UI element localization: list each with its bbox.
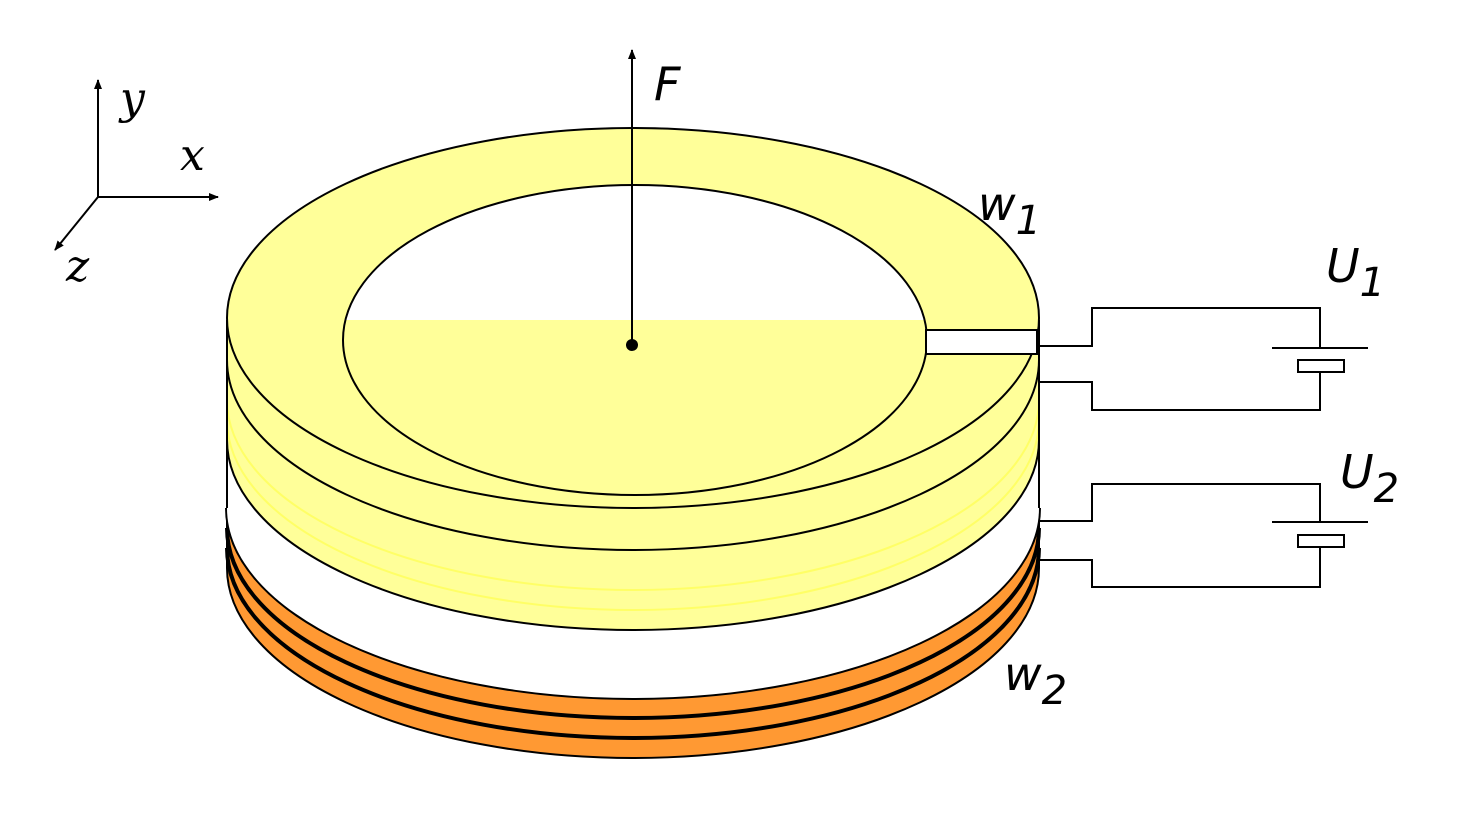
winding-2-turn-line-2 (225, 527, 1041, 720)
winding-2-label: w2 (1004, 647, 1067, 714)
winding-1-top-rim-outline (226, 359, 1040, 551)
source-1-label: U1 (1326, 239, 1385, 306)
circuit-2 (1039, 483, 1368, 588)
z-axis-label: z (65, 241, 90, 292)
battery-2-short-plate (1297, 534, 1345, 548)
source-2-label-sub: 2 (1374, 466, 1399, 512)
winding-1-turn-line-3 (226, 419, 1040, 611)
winding-2-turn-line-3 (225, 547, 1041, 740)
force-vector (626, 49, 638, 351)
winding-1-label: w1 (978, 177, 1041, 244)
battery-1-short-plate (1297, 359, 1345, 373)
source-2-label: U2 (1340, 445, 1399, 512)
winding-1-coil (225, 127, 1041, 631)
circuit-2-wire-top (1039, 483, 1321, 522)
circuit-1-wire-bottom (1039, 372, 1321, 411)
winding-2-label-sub: 2 (1042, 668, 1067, 714)
circuit-1 (1039, 307, 1368, 411)
force-label: F (654, 57, 681, 111)
winding-1-turn-line-2 (226, 399, 1040, 591)
x-axis-label: x (180, 130, 205, 181)
circuit-1-wire-top (1039, 307, 1321, 348)
winding-1-label-sub: 1 (1016, 198, 1041, 244)
winding-2-outline-lower (226, 567, 1040, 759)
winding-1-side (227, 320, 1039, 630)
source-1-label-sub: 1 (1360, 260, 1385, 306)
winding-1-bottom-outline (226, 439, 1040, 631)
coordinate-axes (54, 79, 219, 251)
y-axis-label: y (118, 73, 146, 124)
circuit-2-wire-bottom (1039, 547, 1321, 588)
z-axis-arrow (54, 196, 99, 251)
force-origin-dot (626, 339, 638, 351)
winding-1-slot (925, 329, 1038, 355)
